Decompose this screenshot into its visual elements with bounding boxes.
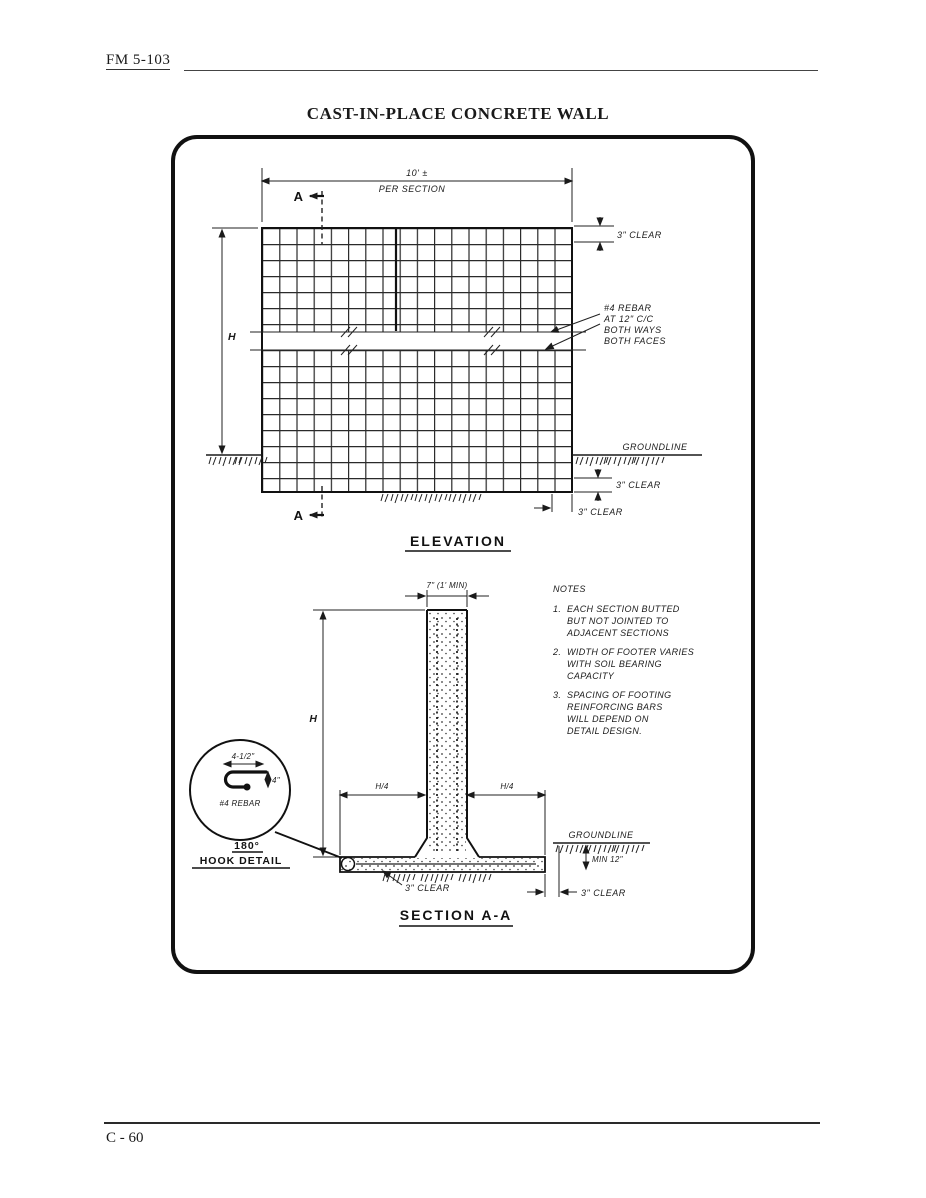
- section-aa-caption: SECTION A-A: [400, 907, 512, 923]
- elevation-caption: ELEVATION: [410, 533, 506, 549]
- figure-border: [171, 135, 755, 974]
- note-1-line-2: BUT NOT JOINTED TO: [567, 616, 669, 626]
- footer-dim-right-label: H/4: [500, 782, 514, 791]
- hook-reference-circle: [340, 856, 356, 872]
- hook-detail-caption: HOOK DETAIL: [200, 855, 283, 867]
- note-1-line-3: ADJACENT SECTIONS: [566, 628, 669, 638]
- stem-outline: [414, 609, 480, 858]
- notes-title: NOTES: [553, 584, 586, 594]
- note-2-line-2: WITH SOIL BEARING: [567, 659, 662, 669]
- groundline-elevation: [206, 454, 702, 504]
- note-2-line-1: WIDTH OF FOOTER VARIES: [567, 647, 694, 657]
- footing-outline: [339, 856, 546, 873]
- note-2-num: 2.: [552, 647, 561, 657]
- rebar-note-line2: AT 12" C/C: [603, 314, 654, 324]
- footing-clear-leader: [381, 870, 403, 886]
- stem-rebar-lines: [436, 618, 458, 852]
- break-band: [250, 326, 586, 356]
- clear-bottom-right-label: 3" CLEAR: [616, 480, 661, 490]
- note-1-line-1: EACH SECTION BUTTED: [567, 604, 680, 614]
- width-dimension: [260, 168, 574, 222]
- section-marker-a-top: A: [294, 189, 304, 204]
- footing-clear-bottom-label: 3" CLEAR: [405, 883, 450, 893]
- manual-number: FM 5-103: [106, 52, 171, 70]
- rebar-grid-upper: [262, 228, 572, 332]
- page-number: C - 60: [106, 1130, 144, 1146]
- clear-side-label: 3" CLEAR: [578, 507, 623, 517]
- groundline-section: [382, 842, 650, 884]
- hook-length-label: 4-1/2": [232, 752, 256, 761]
- section-cut-top: [308, 191, 324, 244]
- hook-detail: [189, 739, 343, 859]
- min-depth-label: MIN 12": [592, 855, 624, 864]
- rebar-note-line1: #4 REBAR: [604, 303, 652, 313]
- footer-dim-left-label: H/4: [375, 782, 389, 791]
- note-3-line-2: REINFORCING BARS: [567, 702, 663, 712]
- stem-concrete-stipple: [428, 611, 466, 851]
- hook-detail-leader: [274, 831, 343, 859]
- footer-rule: [104, 1122, 820, 1124]
- section-height-dimension: [313, 609, 425, 858]
- groundline-label-section: GROUNDLINE: [568, 830, 634, 840]
- rebar-note-line3: BOTH WAYS: [604, 325, 662, 335]
- groundline-label-elevation: GROUNDLINE: [622, 442, 688, 452]
- elevation-view: 10' ± PER SECTION A A 3" CLEAR: [206, 168, 702, 552]
- hook-bar-shape: [223, 770, 268, 789]
- height-dimension: [212, 227, 258, 455]
- hook-bar-end-dot: [243, 783, 251, 791]
- clear-side-dimension: [534, 494, 573, 512]
- rebar-callout-leaders: [544, 313, 601, 350]
- note-3-line-1: SPACING OF FOOTING: [567, 690, 671, 700]
- rebar-note-line4: BOTH FACES: [604, 336, 666, 346]
- note-3-num: 3.: [553, 690, 561, 700]
- figure-title: CAST-IN-PLACE CONCRETE WALL: [306, 104, 610, 123]
- hook-detail-circle: [189, 739, 291, 841]
- hook-rebar-label: #4 REBAR: [219, 799, 260, 808]
- note-3-line-3: WILL DEPEND ON: [567, 714, 649, 724]
- hook-angle-caption: 180°: [234, 840, 260, 852]
- clear-top-label: 3" CLEAR: [617, 230, 662, 240]
- footer-width-dimensions: [338, 790, 547, 855]
- clear-top-dimension: [574, 217, 614, 251]
- dim-per-section-label: PER SECTION: [379, 184, 446, 194]
- stem-width-label: 7" (1' MIN): [426, 581, 467, 590]
- notes-block: NOTES 1. EACH SECTION BUTTED BUT NOT JOI…: [552, 584, 694, 736]
- section-marker-a-bottom: A: [294, 508, 304, 523]
- clear-bottom-dimension: [574, 469, 612, 501]
- stem-width-dimension: [405, 590, 489, 607]
- section-height-label: H: [309, 713, 317, 725]
- rebar-grid-lower: [262, 350, 572, 492]
- note-1-num: 1.: [553, 604, 561, 614]
- hook-height-label: 4": [272, 776, 281, 785]
- wall-outline: [261, 227, 573, 493]
- dim-width-label: 10' ±: [406, 168, 428, 178]
- footing-clear-side-dimension: [527, 846, 577, 897]
- page-header: FM 5-103: [106, 52, 171, 70]
- header-rule: [184, 70, 818, 71]
- footing-clear-side-label: 3" CLEAR: [581, 888, 626, 898]
- section-cut-bottom: [308, 486, 324, 519]
- note-2-line-3: CAPACITY: [567, 671, 615, 681]
- height-label: H: [228, 331, 236, 343]
- section-aa-view: 7" (1' MIN) H H/4 H/4: [189, 581, 650, 927]
- note-3-line-4: DETAIL DESIGN.: [567, 726, 642, 736]
